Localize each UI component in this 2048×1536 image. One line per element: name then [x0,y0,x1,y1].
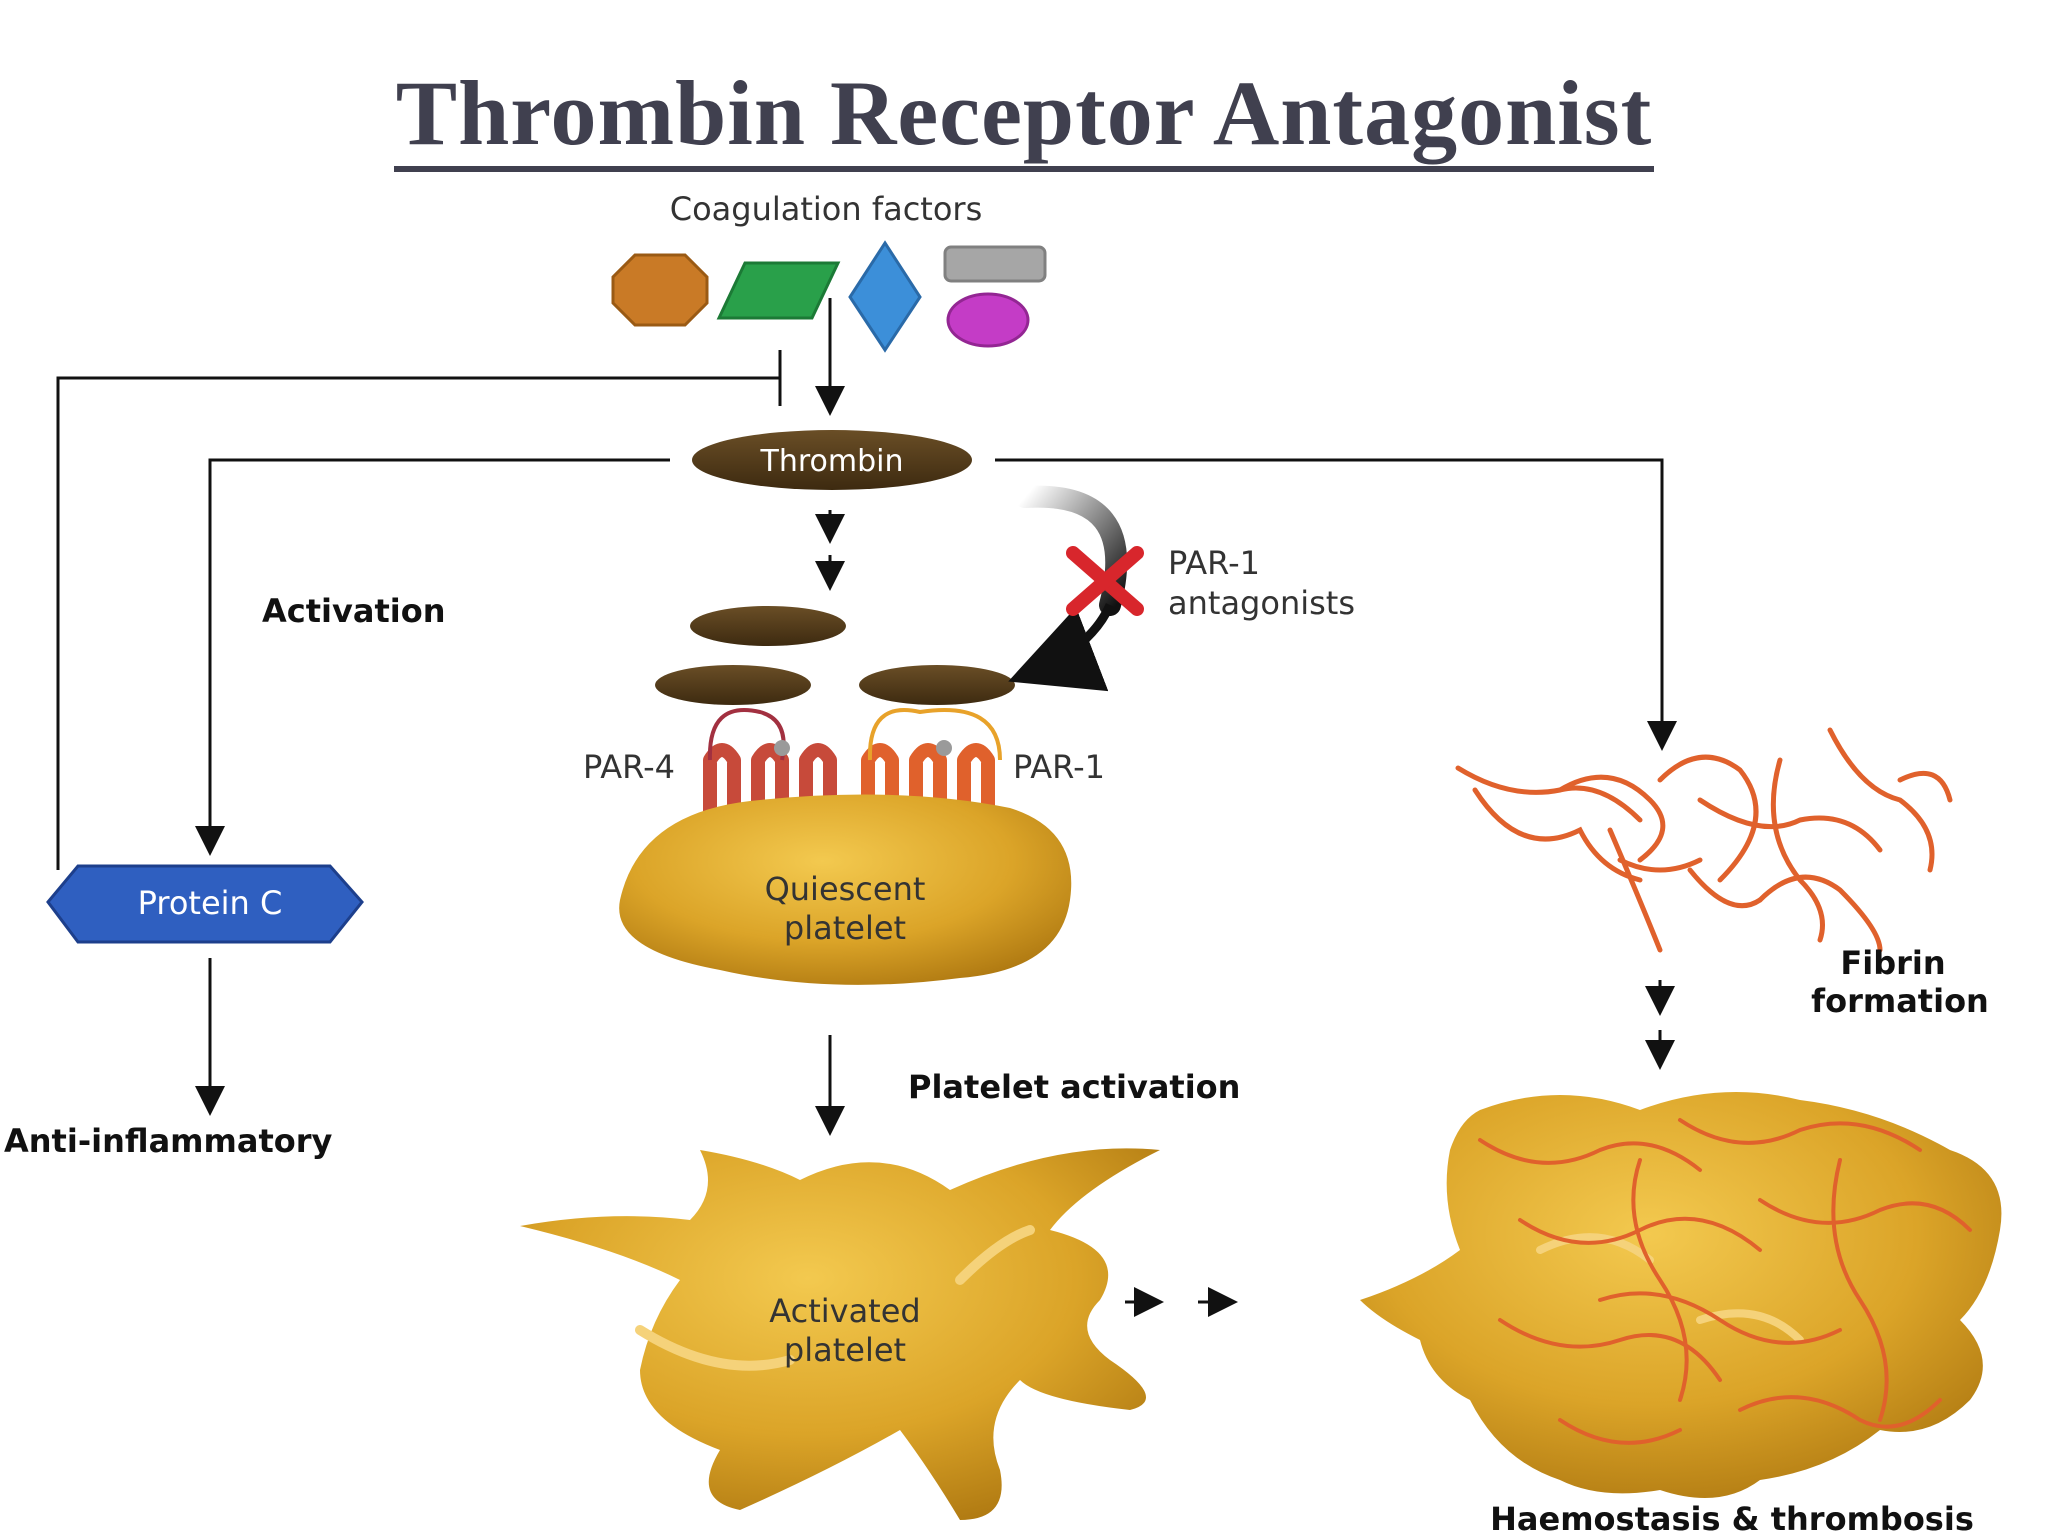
diamond-factor-icon [848,240,922,353]
fibrin-label-2: formation [1811,982,1989,1020]
fibrin-strands [1455,727,1953,953]
coagulation-factors-label: Coagulation factors [670,190,983,228]
anti-inflammatory-label: Anti-inflammatory [4,1122,333,1160]
ellipse-factor-icon [946,292,1030,348]
clot-fibrin-strands [1478,1118,1972,1445]
arrow-antagonist-to-par1 [1008,603,1115,692]
parallelogram-factor-icon [716,261,841,320]
platelet-activation-label: Platelet activation [908,1068,1240,1106]
par4-receptor [703,708,837,845]
thrombin-label: Thrombin [760,444,904,479]
inhibit-x-icon [1066,546,1144,616]
rectangle-factor-icon [943,245,1047,283]
arrow-thrombin-to-protein-c [195,458,670,856]
protein-c-node [46,864,364,944]
quiescent-platelet [619,794,1072,985]
arrow-thrombin-to-fibrin [995,458,1677,751]
par1-antagonists-label-1: PAR-1 [1168,544,1260,582]
clot-illustration [1360,1092,2002,1498]
coagulation-factor-shapes [611,240,1047,353]
thrombin-molecule-par4 [655,665,811,705]
thrombin-molecule-par1 [859,665,1015,705]
par4-cleavage-site [774,740,790,756]
quiescent-label-1: Quiescent [765,870,926,908]
activated-label-2: platelet [784,1331,906,1369]
quiescent-label-2: platelet [784,909,906,947]
protein-c-inhibition-line [56,376,780,870]
protein-c-label: Protein C [138,884,283,922]
haemostasis-label: Haemostasis & thrombosis [1490,1500,1974,1536]
thrombin-node [692,430,972,490]
activated-label-1: Activated [769,1292,920,1330]
slide-title: Thrombin Receptor Antagonist [0,60,2048,172]
fibrin-label-1: Fibrin [1840,944,1945,982]
octagon-factor-icon [611,253,709,327]
par1-label: PAR-1 [1013,748,1105,786]
par4-label: PAR-4 [583,748,675,786]
par1-antagonists-label-2: antagonists [1168,584,1355,622]
par1-receptor [861,708,1002,845]
par1-cleavage-site [936,740,952,756]
activation-label: Activation [262,592,445,630]
thrombin-molecule-top [690,606,846,646]
